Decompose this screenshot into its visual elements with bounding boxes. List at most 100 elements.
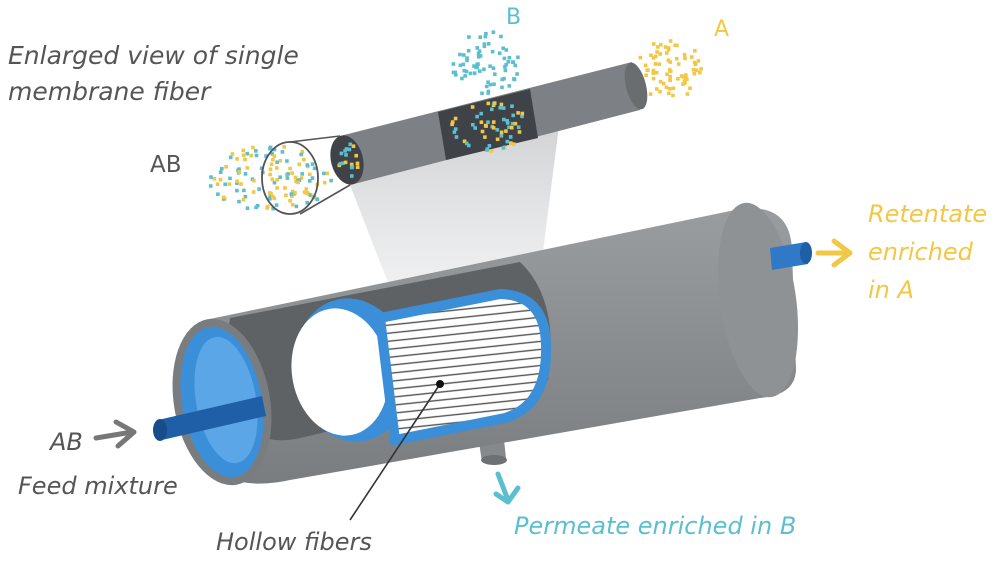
gas-ab-particle <box>322 171 326 176</box>
gas-ab-particle <box>280 150 285 154</box>
gas-ab-particle <box>322 180 327 185</box>
membrane-particle <box>453 127 458 131</box>
gas-b-particle <box>488 64 492 68</box>
feed-ab-label: AB <box>48 428 83 456</box>
gas-a-particle <box>691 68 696 72</box>
retentate-label-line2: enriched <box>868 238 974 266</box>
gas-a-particle <box>668 78 672 83</box>
gas-a-particle <box>659 43 663 47</box>
gas-ab-particle <box>275 186 279 190</box>
gas-b-particle <box>482 67 486 72</box>
gas-ab-particle <box>224 165 228 169</box>
inlet-particle <box>344 147 349 151</box>
membrane-module <box>153 202 812 486</box>
membrane-particle <box>516 111 520 115</box>
gas-a-particle <box>673 43 677 48</box>
gas-b-particle <box>478 35 482 39</box>
gas-a-particle <box>668 68 672 72</box>
membrane-particle <box>487 144 492 148</box>
gas-b-particle <box>476 51 481 56</box>
gas-ab-particle <box>312 166 317 171</box>
enlarged-fiber <box>208 30 703 288</box>
gas-a-particle <box>694 68 699 73</box>
gas-a-particle <box>690 55 694 59</box>
gas-ab-particle <box>220 166 224 171</box>
gas-b-particle <box>507 55 512 60</box>
gas-b-particle <box>490 49 495 54</box>
gas-a-particle <box>696 59 701 63</box>
gas-a-particle <box>667 91 671 96</box>
membrane-particle <box>479 111 483 116</box>
membrane-particle <box>473 126 477 130</box>
gas-a-particle <box>657 62 661 66</box>
gas-ab-particle <box>302 157 306 162</box>
gas-ab-particle <box>291 202 295 207</box>
gas-ab-particle <box>237 199 241 204</box>
gas-a-particle <box>688 86 692 90</box>
gas-ab-particle <box>274 203 279 207</box>
gas-b-particle <box>500 85 504 90</box>
gas-ab-particle <box>290 194 294 198</box>
gas-b-particle <box>463 74 467 78</box>
inlet-particle <box>354 153 358 158</box>
gas-ab-particle <box>215 182 220 186</box>
gas-ab-particle <box>235 179 239 183</box>
gas-a-particle <box>638 55 643 60</box>
gas-b-particle <box>472 64 476 68</box>
gas-a-particle <box>683 81 687 85</box>
gas-ab-particle <box>284 193 288 198</box>
membrane-particle <box>501 106 506 110</box>
enlarged-view-label-line2: membrane fiber <box>8 77 212 106</box>
inlet-particle <box>348 142 353 147</box>
gas-ab-particle <box>251 145 255 150</box>
gas-a-particle <box>685 92 690 96</box>
inlet-particle <box>338 161 343 166</box>
gas-a-particle <box>683 56 687 61</box>
membrane-particle <box>486 101 491 106</box>
gas-a-particle <box>651 56 656 60</box>
magnifier-outline <box>289 135 351 215</box>
gas-b-particle <box>506 60 511 64</box>
gas-ab-particle <box>286 172 290 176</box>
gas-b-particle <box>502 56 507 61</box>
hollow-fiber-bundle <box>374 288 552 446</box>
gas-ab-particle <box>278 175 282 179</box>
magnifier-lens <box>261 141 319 215</box>
gas-b-particle <box>454 73 458 77</box>
gas-ab-particle <box>285 159 289 163</box>
gas-ab-particle <box>308 172 312 177</box>
inlet-particle <box>351 144 356 148</box>
gas-ab-particle <box>278 159 283 163</box>
gas-b-particle <box>458 52 462 57</box>
gas-ab-particle <box>228 176 232 181</box>
membrane-particle <box>499 130 504 135</box>
gas-ab-particle <box>208 184 213 188</box>
membrane-particle <box>505 119 509 123</box>
gas-b-particle <box>475 46 480 50</box>
gas-b-particle <box>515 72 519 76</box>
gas-ab-particle <box>255 203 260 208</box>
gas-b-particle <box>462 68 467 73</box>
gas-b-particle <box>467 35 471 39</box>
gas-ab-particle <box>259 166 264 170</box>
membrane-particle <box>504 129 508 133</box>
membrane-particle <box>508 135 513 139</box>
gas-b-particle <box>465 58 469 63</box>
membrane-particle <box>495 137 500 142</box>
gas-ab-particle <box>275 160 279 165</box>
arrow-right-icon <box>815 238 853 268</box>
gas-ab-particle <box>294 204 299 209</box>
gas-ab-particle <box>293 175 298 180</box>
membrane-particle <box>505 139 510 144</box>
membrane-particle <box>484 124 488 128</box>
gas-a-particle <box>671 93 675 98</box>
membrane-particle <box>489 149 494 153</box>
inlet-particle <box>339 151 344 156</box>
gas-b-particle <box>480 91 484 96</box>
gas-b-particle <box>486 91 490 95</box>
membrane-particle <box>483 135 487 139</box>
gas-a-particle <box>666 58 671 63</box>
membrane-particle <box>470 105 475 109</box>
gas-ab-particle <box>310 176 315 180</box>
